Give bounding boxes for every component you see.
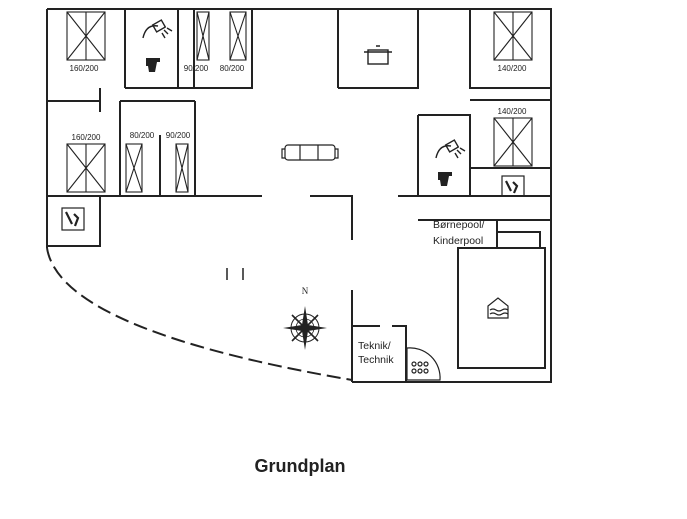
bed-label: 80/200 [220, 64, 245, 73]
bed-icon [493, 117, 533, 167]
toilet-icon [146, 58, 160, 72]
heater-icon [406, 347, 441, 381]
door-mark [226, 268, 244, 280]
bed-icon [175, 143, 189, 193]
bed-icon [493, 11, 533, 61]
technik-room-label: Technik [358, 354, 394, 366]
wall-living [310, 195, 353, 240]
bed-icon [196, 11, 210, 61]
bed-label: 160/200 [72, 133, 101, 142]
pool-step [497, 231, 541, 248]
washing-icon [501, 175, 525, 197]
bed-icon [66, 11, 106, 61]
bed-icon [66, 143, 106, 193]
washing-icon [61, 207, 85, 231]
cooking-pot-icon [364, 45, 392, 65]
wall-corr [47, 88, 195, 112]
wall-row2 [100, 101, 262, 197]
technik-wall [352, 325, 407, 382]
pool-room-label: Kinderpool [433, 235, 483, 247]
pool-icon [487, 297, 509, 319]
bed-label: 90/200 [166, 131, 191, 140]
bed-label: 160/200 [70, 64, 99, 73]
bed-label: 80/200 [130, 131, 155, 140]
bed-icon [229, 11, 247, 61]
left-box-wall [47, 196, 101, 247]
shower-icon [142, 19, 173, 39]
bed-icon [125, 143, 143, 193]
toilet-icon [438, 172, 452, 186]
bed-label: 140/200 [498, 64, 527, 73]
sofa-icon [281, 144, 339, 161]
bed-label: 140/200 [498, 107, 527, 116]
wall-top-r [469, 9, 551, 89]
curved-wall [46, 247, 353, 381]
technik-room-label: Teknik/ [358, 340, 391, 352]
compass-north-label: N [302, 286, 309, 296]
pool-room-label: Børnepool/ [433, 219, 484, 231]
shower-icon [435, 139, 466, 159]
bed-label: 90/200 [184, 64, 209, 73]
compass-rose-icon [283, 306, 327, 350]
pool-wall [418, 219, 551, 369]
plan-title: Grundplan [254, 456, 346, 476]
wall-bath1 [125, 9, 253, 89]
wall-kitchen-b [338, 9, 419, 89]
